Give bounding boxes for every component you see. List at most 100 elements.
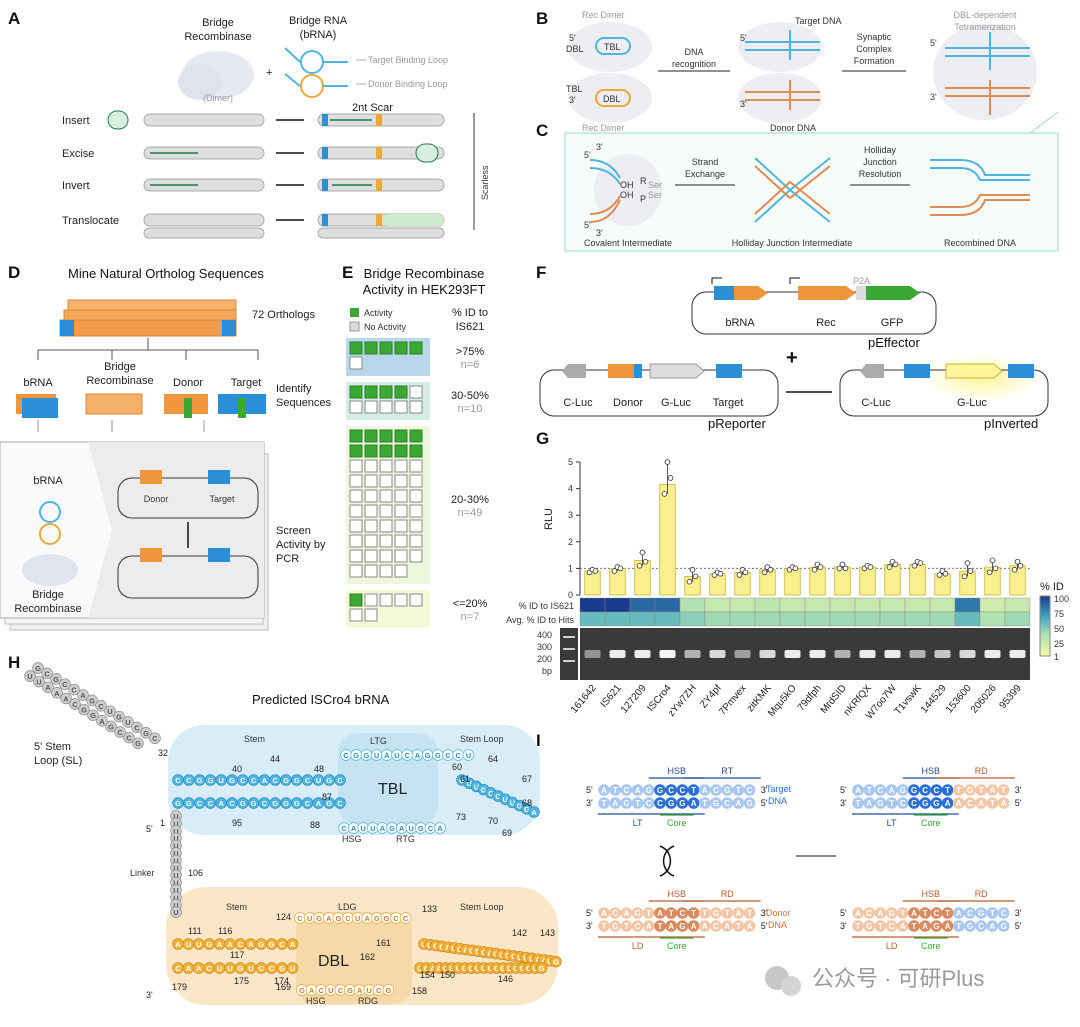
h-hsg-2: HSG [306, 996, 326, 1006]
nucleotide-letter: C [443, 964, 449, 973]
dna-base [598, 920, 610, 932]
g-data-point [839, 561, 846, 568]
g-data-point [661, 491, 668, 497]
ortholog-inactive-cell [349, 400, 363, 414]
donor-binding-loop-label: Donor Binding Loop [368, 79, 448, 89]
nucleotide-letter: C [98, 702, 104, 711]
nucleotide-letter: G [197, 776, 203, 785]
d-cat-donor: Donor [173, 377, 203, 389]
nucleotide-letter: U [186, 940, 191, 949]
dna-base [874, 920, 887, 932]
right-arm-label: RD [975, 766, 988, 776]
dna-base [885, 920, 898, 932]
panel-d-label: D [8, 263, 20, 282]
e-group-n: n=6 [461, 359, 480, 371]
excised-circle-icon [415, 143, 439, 163]
b-step1-line1: DNA [684, 47, 703, 57]
panel-c: C OH OH R Ser P Ser 5' 3' 5' 3' Strand E… [536, 111, 1059, 252]
nucleotide-letter: G [283, 776, 289, 785]
dna-base [609, 797, 621, 809]
panel-a: A Bridge Recombinase (Dimer) + Bridge RN… [8, 9, 490, 239]
dna-base [953, 797, 965, 809]
heat-cell-hits [729, 611, 756, 627]
watermark: 公众号 · 可研Plus [765, 966, 984, 996]
nucleotide-letter: A [175, 940, 181, 949]
dna-base-letter: A [691, 922, 697, 931]
dna-base-letter: T [658, 922, 663, 931]
nucleotide-letter: G [272, 799, 278, 808]
position-number: 95 [232, 818, 242, 828]
nucleotide-bead [59, 678, 71, 690]
f-cluc-1: C-Luc [563, 397, 593, 409]
nucleotide-letter: U [517, 953, 522, 962]
dna-base-letter: C [646, 799, 652, 808]
dna-base [919, 907, 931, 919]
panel-g-label: G [536, 429, 549, 448]
ortholog-inactive-cell [409, 459, 423, 473]
nucleotide-letter: G [316, 914, 322, 923]
f-plus: + [786, 347, 798, 369]
gel-ladder-band [563, 660, 575, 662]
heat-cell-hits [679, 611, 706, 627]
dna-base-letter: G [933, 922, 939, 931]
e-group-range: 20-30% [451, 494, 489, 506]
dna-base [975, 784, 987, 796]
ortholog-inactive-cell [394, 549, 408, 563]
g-data-point [936, 572, 943, 578]
op-second-dna-out [317, 227, 445, 239]
dna-base-letter: G [967, 922, 973, 931]
ortholog-active-cell [349, 341, 363, 355]
right-arm-label: RT [721, 766, 733, 776]
nucleotide-bead [96, 715, 108, 727]
dna-base [941, 784, 954, 796]
ortholog-active-cell [364, 385, 378, 399]
dna-base-letter: G [933, 799, 939, 808]
ortholog-inactive-cell [379, 593, 393, 607]
g-data-point [961, 573, 968, 580]
dna-base [609, 920, 621, 932]
e-col-head-line1: % ID to [452, 307, 488, 319]
dna-base-letter: C [922, 786, 928, 795]
dna-base-letter: G [967, 786, 973, 795]
nucleotide-letter: U [173, 834, 178, 843]
nucleotide-letter: C [62, 680, 68, 689]
legend-active-swatch [350, 308, 359, 317]
e-group-range: <=20% [453, 598, 488, 610]
nucleotide-bead [114, 726, 126, 738]
ortholog-inactive-cell [364, 504, 378, 518]
e-title-line1: Bridge Recombinase [364, 266, 485, 281]
d-orthologs: 72 Orthologs [252, 309, 315, 321]
panel-a-label: A [8, 9, 20, 28]
nucleotide-letter: A [227, 940, 233, 949]
dna-base [885, 784, 898, 796]
op-input-dna [143, 113, 265, 127]
b-3p-3: 3' [930, 92, 937, 102]
dna-base-letter: C [713, 922, 719, 931]
dna-base-letter: A [691, 799, 697, 808]
dna-base [654, 784, 666, 796]
panel-h-label: H [8, 653, 20, 672]
dna-base [654, 907, 666, 919]
gel-band [909, 650, 926, 658]
dna-base [732, 920, 745, 932]
nucleotide-letter: U [173, 856, 178, 865]
nucleotide-letter: C [403, 914, 409, 923]
ortholog-inactive-cell [364, 459, 378, 473]
nucleotide-letter: U [370, 824, 375, 833]
nucleotide-letter: A [54, 689, 60, 698]
b-3p-1: 3' [569, 95, 576, 105]
nucleotide-letter: U [374, 751, 379, 760]
c-caption-2: Holliday Junction Intermediate [732, 238, 853, 248]
nucleotide-letter: U [474, 782, 479, 791]
panel-e-label: E [342, 263, 353, 282]
g-bar-161642 [584, 570, 601, 596]
dna-base-letter: A [990, 786, 996, 795]
heat-cell-hits [704, 611, 731, 627]
g-y-tick-label: 1 [568, 563, 573, 573]
nucleotide-letter: G [294, 776, 300, 785]
position-number: 67 [522, 774, 532, 784]
ortholog-active-cell [349, 385, 363, 399]
nucleotide-letter: G [279, 964, 285, 973]
nucleotide-letter: C [44, 669, 50, 678]
op-input-dna [143, 146, 265, 160]
